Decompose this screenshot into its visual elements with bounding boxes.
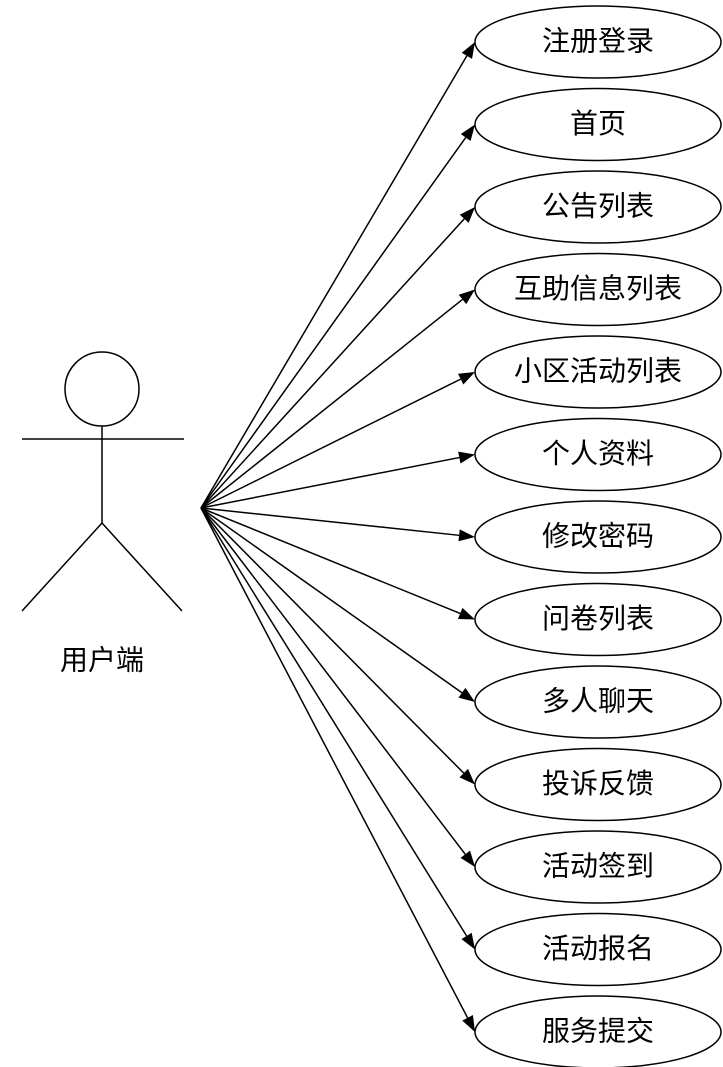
- use-case-node: 首页: [474, 87, 722, 162]
- use-case-node: 问卷列表: [474, 582, 722, 657]
- use-case-ellipse: [474, 665, 722, 739]
- use-case-ellipse: [474, 582, 722, 657]
- use-case-node: 投诉反馈: [474, 747, 722, 822]
- association-arrowhead: [459, 207, 475, 223]
- use-case-label: 首页: [570, 107, 626, 140]
- use-case-ellipse: [474, 830, 722, 904]
- use-case-label: 投诉反馈: [542, 767, 654, 800]
- use-case-ellipse: [474, 252, 722, 327]
- actor-right-leg: [101, 522, 183, 612]
- use-case-node: 公告列表: [474, 170, 722, 244]
- use-case-label: 活动报名: [542, 932, 654, 965]
- use-case-label: 服务提交: [542, 1015, 654, 1048]
- association-line: [200, 456, 460, 509]
- association-line: [200, 55, 468, 509]
- association-line: [200, 507, 468, 937]
- association-line: [200, 137, 467, 509]
- association-line: [200, 507, 465, 774]
- actor-head: [64, 351, 140, 427]
- association-arrowhead: [461, 932, 475, 950]
- association-arrowhead: [462, 1015, 475, 1032]
- use-case-node: 互助信息列表: [474, 252, 722, 327]
- use-case-label: 注册登录: [542, 25, 654, 58]
- use-case-ellipse: [474, 335, 722, 409]
- use-case-node: 小区活动列表: [474, 335, 722, 409]
- use-case-node: 多人聊天: [474, 665, 722, 739]
- actor-left-leg: [21, 522, 103, 612]
- actor-user: 用户端: [21, 351, 184, 677]
- association-line: [200, 507, 469, 1019]
- use-case-ellipse: [474, 87, 722, 162]
- use-case-node: 修改密码: [474, 500, 722, 574]
- association-line: [200, 507, 466, 855]
- use-case-node: 个人资料: [474, 417, 722, 492]
- association-arrowhead: [458, 687, 475, 702]
- association-arrowhead: [460, 850, 475, 867]
- association-arrowhead: [459, 768, 475, 785]
- use-case-ellipse: [474, 912, 722, 987]
- use-case-label: 互助信息列表: [514, 272, 682, 305]
- use-case-label: 活动签到: [542, 850, 654, 883]
- association-arrowhead: [458, 451, 475, 464]
- use-case-label: 多人聊天: [542, 685, 654, 718]
- use-case-label: 修改密码: [542, 520, 654, 553]
- use-case-ellipse: [474, 5, 722, 79]
- association-line: [200, 218, 465, 509]
- use-case-label: 个人资料: [542, 437, 654, 470]
- association-line: [200, 298, 463, 509]
- association-line: [200, 507, 460, 537]
- use-case-ellipse: [474, 500, 722, 574]
- use-case-label: 小区活动列表: [514, 355, 682, 388]
- association-line: [200, 507, 463, 694]
- use-case-ellipse: [474, 170, 722, 244]
- use-case-label: 问卷列表: [542, 602, 654, 635]
- use-case-ellipse: [474, 995, 722, 1067]
- use-case-node: 活动签到: [474, 830, 722, 904]
- use-case-node: 活动报名: [474, 912, 722, 987]
- associations: [200, 42, 475, 1032]
- actor-label: 用户端: [60, 644, 144, 677]
- association-arrowhead: [458, 289, 475, 305]
- association-arrowhead: [461, 42, 475, 59]
- association-arrowhead: [460, 124, 475, 142]
- association-arrowhead: [458, 372, 475, 385]
- association-line: [200, 507, 461, 615]
- use-case-node: 注册登录: [474, 5, 722, 79]
- association-arrowhead: [458, 529, 475, 542]
- use-case-ellipse: [474, 747, 722, 822]
- use-case-ellipse: [474, 417, 722, 492]
- use-case-label: 公告列表: [542, 190, 654, 223]
- association-arrowhead: [457, 607, 475, 620]
- use-cases: 注册登录首页公告列表互助信息列表小区活动列表个人资料修改密码问卷列表多人聊天投诉…: [474, 5, 722, 1067]
- use-case-node: 服务提交: [474, 995, 722, 1067]
- association-line: [200, 378, 462, 509]
